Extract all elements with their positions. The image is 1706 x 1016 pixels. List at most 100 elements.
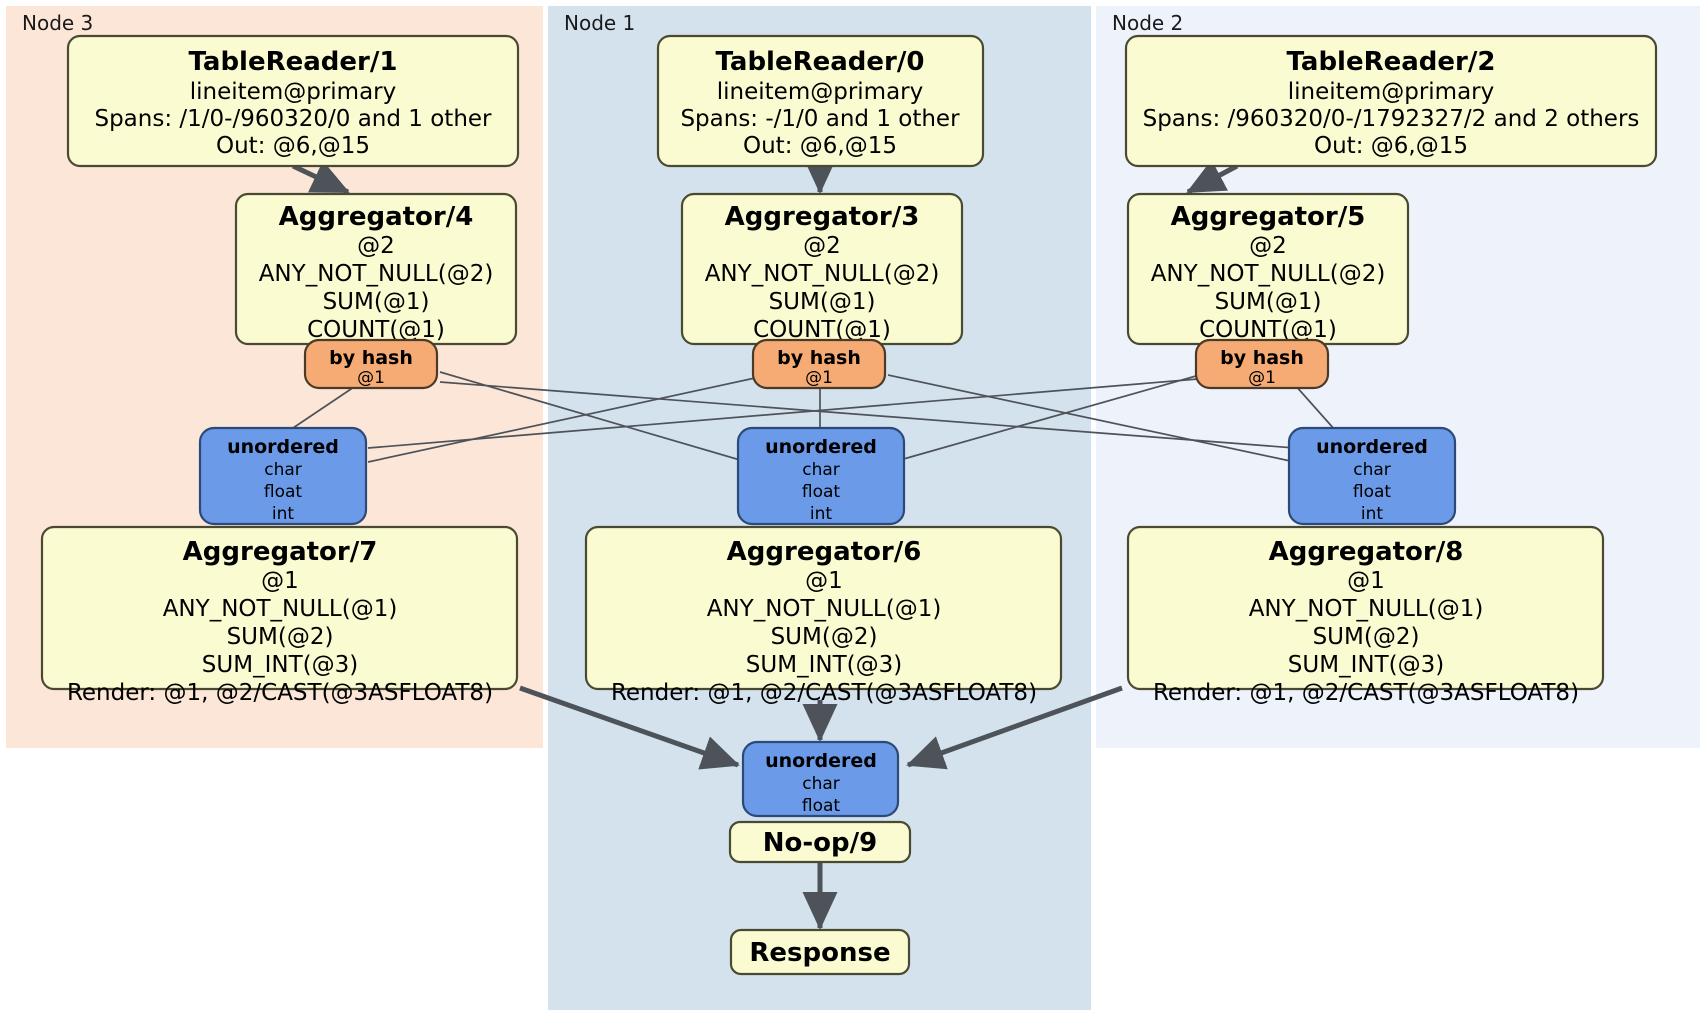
receiver-6-line-2: int — [810, 504, 832, 524]
edge-agg8-recv9 — [906, 685, 1123, 770]
noop-9-title: No-op/9 — [763, 828, 877, 858]
tablereader-0-line-1: Spans: -/1/0 and 1 other — [680, 106, 960, 132]
aggregator-7-line-3: SUM_INT(@3) — [202, 652, 358, 678]
edge-router5-recv8 — [1294, 384, 1336, 431]
tablereader-0-line-2: Out: @6,@15 — [743, 133, 897, 159]
aggregator-4-line-2: SUM(@1) — [323, 289, 430, 315]
aggregator-6-line-2: SUM(@2) — [771, 624, 878, 650]
tablereader-0-title: TableReader/0 — [716, 47, 925, 77]
tablereader-1-line-0: lineitem@primary — [190, 79, 396, 105]
aggregator-7-title: Aggregator/7 — [183, 537, 378, 567]
aggregator-3-title: Aggregator/3 — [725, 202, 920, 232]
node-tablereader-0[interactable]: TableReader/0 lineitem@primary Spans: -/… — [656, 34, 985, 168]
aggregator-6-line-3: SUM_INT(@3) — [746, 652, 902, 678]
edge-router3-recv7 — [367, 377, 756, 463]
node-tablereader-2[interactable]: TableReader/2 lineitem@primary Spans: /9… — [1124, 34, 1658, 168]
node-aggregator-6[interactable]: Aggregator/6 @1 ANY_NOT_NULL(@1) SUM(@2)… — [584, 525, 1063, 706]
aggregator-7-line-2: SUM(@2) — [227, 624, 334, 650]
router-3-line-0: @1 — [805, 368, 833, 388]
aggregator-7-line-1: ANY_NOT_NULL(@1) — [163, 596, 398, 622]
aggregator-7-line-4: Render: @1, @2/CAST(@3ASFLOAT8) — [67, 680, 493, 706]
node-aggregator-5[interactable]: Aggregator/5 @2 ANY_NOT_NULL(@2) SUM(@1)… — [1126, 192, 1410, 346]
node-router-by-hash-5[interactable]: by hash @1 — [1194, 338, 1330, 390]
router-5-line-0: @1 — [1248, 368, 1276, 388]
tablereader-1-line-2: Out: @6,@15 — [216, 133, 370, 159]
receiver-6-line-0: char — [802, 460, 840, 480]
response-title: Response — [749, 938, 890, 968]
node-router-by-hash-3[interactable]: by hash @1 — [751, 338, 887, 390]
edge-tr2-agg5 — [1186, 159, 1239, 195]
aggregator-4-line-0: @2 — [357, 233, 395, 259]
receiver-9-line-1: float — [802, 796, 841, 816]
node-aggregator-7[interactable]: Aggregator/7 @1 ANY_NOT_NULL(@1) SUM(@2)… — [40, 525, 519, 706]
router-4-title: by hash — [329, 347, 413, 369]
aggregator-8-line-1: ANY_NOT_NULL(@1) — [1249, 596, 1484, 622]
aggregator-3-line-2: SUM(@1) — [769, 289, 876, 315]
receiver-7-line-0: char — [264, 460, 302, 480]
tablereader-2-line-0: lineitem@primary — [1288, 79, 1494, 105]
receiver-6-title: unordered — [765, 436, 877, 458]
tablereader-1-title: TableReader/1 — [189, 47, 398, 77]
node-tablereader-1[interactable]: TableReader/1 lineitem@primary Spans: /1… — [66, 34, 520, 168]
aggregator-8-line-0: @1 — [1347, 568, 1385, 594]
node-receiver-unordered-8[interactable]: unordered char float int — [1287, 426, 1457, 526]
edge-router4-recv7 — [289, 384, 358, 431]
aggregator-8-line-3: SUM_INT(@3) — [1288, 652, 1444, 678]
node-receiver-unordered-6[interactable]: unordered char float int — [736, 426, 906, 526]
panel-label-node1: Node 1 — [564, 11, 635, 35]
aggregator-6-line-0: @1 — [805, 568, 843, 594]
receiver-9-line-0: char — [802, 774, 840, 794]
aggregator-6-line-4: Render: @1, @2/CAST(@3ASFLOAT8) — [611, 680, 1037, 706]
aggregator-7-line-0: @1 — [261, 568, 299, 594]
node-aggregator-3[interactable]: Aggregator/3 @2 ANY_NOT_NULL(@2) SUM(@1)… — [680, 192, 964, 346]
edge-agg7-recv9 — [519, 685, 740, 770]
edge-tr1-agg4 — [291, 160, 350, 195]
tablereader-1-line-1: Spans: /1/0-/960320/0 and 1 other — [94, 106, 492, 132]
node-aggregator-4[interactable]: Aggregator/4 @2 ANY_NOT_NULL(@2) SUM(@1)… — [234, 192, 518, 346]
receiver-9-title: unordered — [765, 750, 877, 772]
aggregator-4-line-3: COUNT(@1) — [307, 317, 445, 343]
receiver-8-line-1: float — [1353, 482, 1392, 502]
tablereader-2-line-1: Spans: /960320/0-/1792327/2 and 2 others — [1143, 106, 1640, 132]
tablereader-0-line-0: lineitem@primary — [717, 79, 923, 105]
aggregator-8-title: Aggregator/8 — [1269, 537, 1464, 567]
aggregator-5-line-1: ANY_NOT_NULL(@2) — [1151, 261, 1386, 287]
node-response[interactable]: Response — [729, 928, 911, 976]
aggregator-3-line-0: @2 — [803, 233, 841, 259]
node-receiver-unordered-9[interactable]: unordered char float — [741, 740, 900, 818]
receiver-6-line-1: float — [802, 482, 841, 502]
node-router-by-hash-4[interactable]: by hash @1 — [303, 338, 439, 390]
aggregator-8-line-2: SUM(@2) — [1313, 624, 1420, 650]
node-aggregator-8[interactable]: Aggregator/8 @1 ANY_NOT_NULL(@1) SUM(@2)… — [1126, 525, 1605, 706]
router-4-line-0: @1 — [357, 368, 385, 388]
aggregator-3-line-1: ANY_NOT_NULL(@2) — [705, 261, 940, 287]
aggregator-4-title: Aggregator/4 — [279, 202, 474, 232]
receiver-7-line-2: int — [272, 504, 294, 524]
receiver-8-title: unordered — [1316, 436, 1428, 458]
aggregator-5-line-0: @2 — [1249, 233, 1287, 259]
edge-router4-recv8 — [439, 381, 1296, 449]
aggregator-3-line-3: COUNT(@1) — [753, 317, 891, 343]
edge-router5-recv6 — [899, 371, 1211, 461]
node-noop-9[interactable]: No-op/9 — [728, 820, 912, 864]
router-5-title: by hash — [1220, 347, 1304, 369]
router-3-title: by hash — [777, 347, 861, 369]
receiver-7-line-1: float — [264, 482, 303, 502]
receiver-7-title: unordered — [227, 436, 339, 458]
receiver-8-line-2: int — [1361, 504, 1383, 524]
aggregator-8-line-4: Render: @1, @2/CAST(@3ASFLOAT8) — [1153, 680, 1579, 706]
tablereader-2-title: TableReader/2 — [1287, 47, 1496, 77]
node-receiver-unordered-7[interactable]: unordered char float int — [198, 426, 368, 526]
panel-label-node2: Node 2 — [1112, 11, 1183, 35]
aggregator-5-line-2: SUM(@1) — [1215, 289, 1322, 315]
receiver-8-line-0: char — [1353, 460, 1391, 480]
edge-router3-recv8 — [887, 374, 1296, 463]
edge-router5-recv7 — [367, 377, 1211, 449]
tablereader-2-line-2: Out: @6,@15 — [1314, 133, 1468, 159]
aggregator-5-line-3: COUNT(@1) — [1199, 317, 1337, 343]
aggregator-6-line-1: ANY_NOT_NULL(@1) — [707, 596, 942, 622]
aggregator-4-line-1: ANY_NOT_NULL(@2) — [259, 261, 494, 287]
panel-label-node3: Node 3 — [22, 11, 93, 35]
